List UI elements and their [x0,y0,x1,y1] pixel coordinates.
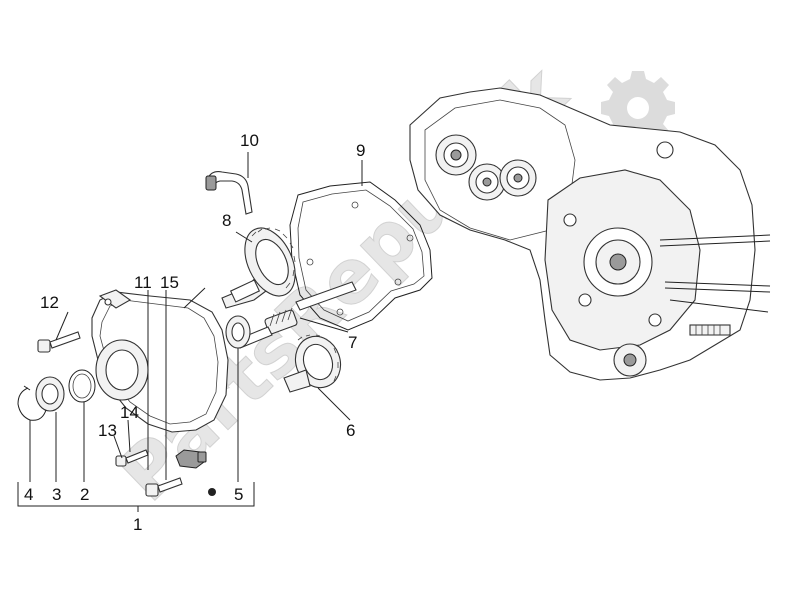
callout-10: 10 [240,131,259,150]
callout-4: 4 [24,485,33,504]
callout-7: 7 [348,333,357,352]
callout-14: 14 [120,403,139,422]
callout-2: 2 [80,485,89,504]
part-3-oil-seal [35,376,65,412]
callout-12: 12 [40,293,59,312]
part-4-circlip [17,385,47,421]
engine-crankcase [409,87,771,381]
callout-15: 15 [160,273,179,292]
part-12-screw [37,331,81,353]
callout-9: 9 [356,141,365,160]
part-2-seal-ring [68,369,96,403]
callout-3: 3 [52,485,61,504]
callout-1: 1 [133,515,142,534]
part-9-gasket [289,181,433,331]
part-6-final-gear [283,334,342,393]
callout-13: 13 [98,421,117,440]
callout-8: 8 [222,211,231,230]
callout-6: 6 [346,421,355,440]
leader-lines [17,152,363,512]
part-5-bearing [225,315,251,349]
part-10-breather-hose [205,171,253,215]
callout-5: 5 [234,485,243,504]
part-8-driven-gear-shaft [221,227,296,309]
callout-11: 11 [134,273,152,292]
dowel-pin [208,488,216,496]
part-15-clip [197,451,207,463]
part-14-washer [145,477,183,497]
callout-labels: 1 2 3 4 5 6 7 8 9 10 11 12 13 14 15 [24,131,365,534]
